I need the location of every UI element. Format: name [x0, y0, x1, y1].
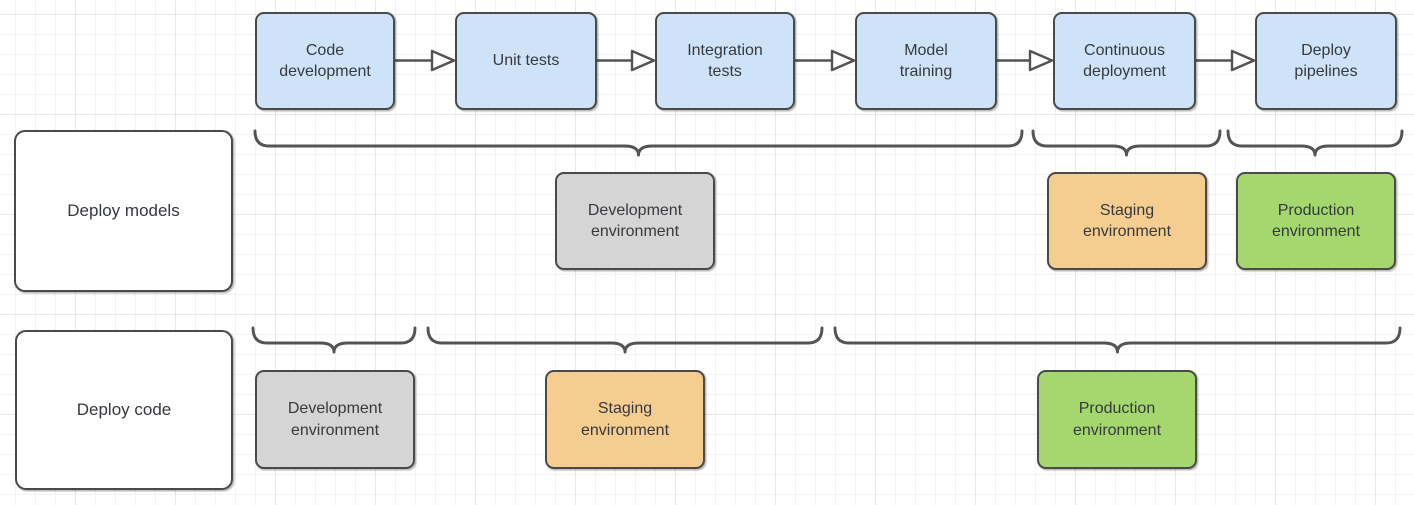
step-model-training: Model training: [855, 12, 997, 110]
environment-label: Development environment: [587, 201, 683, 240]
step-label: Deploy pipelines: [1294, 41, 1358, 80]
environment-label: Staging environment: [1082, 201, 1172, 240]
brace-code-staging: [426, 326, 824, 354]
brace-code-production: [833, 326, 1402, 354]
environment-label: Production environment: [1072, 400, 1162, 439]
env-deploy-models-development: Development environment: [555, 172, 715, 270]
arrow-integration-tests-to-model-training: [795, 49, 856, 72]
step-integration-tests: Integration tests: [655, 12, 795, 110]
arrow-model-training-to-continuous-deployment: [997, 49, 1054, 72]
environment-label: Staging environment: [580, 400, 670, 439]
brace-models-staging: [1031, 129, 1222, 157]
step-code-development: Code development: [255, 12, 395, 110]
step-label: Model training: [899, 41, 953, 80]
lane-label: Deploy code: [76, 399, 172, 419]
lane-label: Deploy models: [67, 200, 180, 220]
env-deploy-models-staging: Staging environment: [1047, 172, 1207, 270]
arrow-code-development-to-unit-tests: [395, 49, 456, 72]
arrow-continuous-deployment-to-deploy-pipelines: [1196, 49, 1256, 72]
brace-models-development: [253, 129, 1024, 157]
step-label: Code development: [279, 41, 371, 80]
env-deploy-code-production: Production environment: [1037, 370, 1197, 469]
brace-code-development: [251, 326, 417, 354]
arrow-unit-tests-to-integration-tests: [597, 49, 656, 72]
env-deploy-code-staging: Staging environment: [545, 370, 705, 469]
step-label: Unit tests: [492, 52, 560, 70]
step-unit-tests: Unit tests: [455, 12, 597, 110]
environment-label: Development environment: [287, 400, 383, 439]
step-continuous-deployment: Continuous deployment: [1053, 12, 1196, 110]
step-deploy-pipelines: Deploy pipelines: [1255, 12, 1397, 110]
lane-deploy-models: Deploy models: [14, 130, 233, 292]
environment-label: Production environment: [1271, 201, 1361, 240]
env-deploy-code-development: Development environment: [255, 370, 415, 469]
env-deploy-models-production: Production environment: [1236, 172, 1396, 270]
brace-models-production: [1226, 129, 1404, 157]
step-label: Continuous deployment: [1083, 41, 1166, 80]
lane-deploy-code: Deploy code: [15, 330, 233, 490]
step-label: Integration tests: [687, 41, 763, 80]
